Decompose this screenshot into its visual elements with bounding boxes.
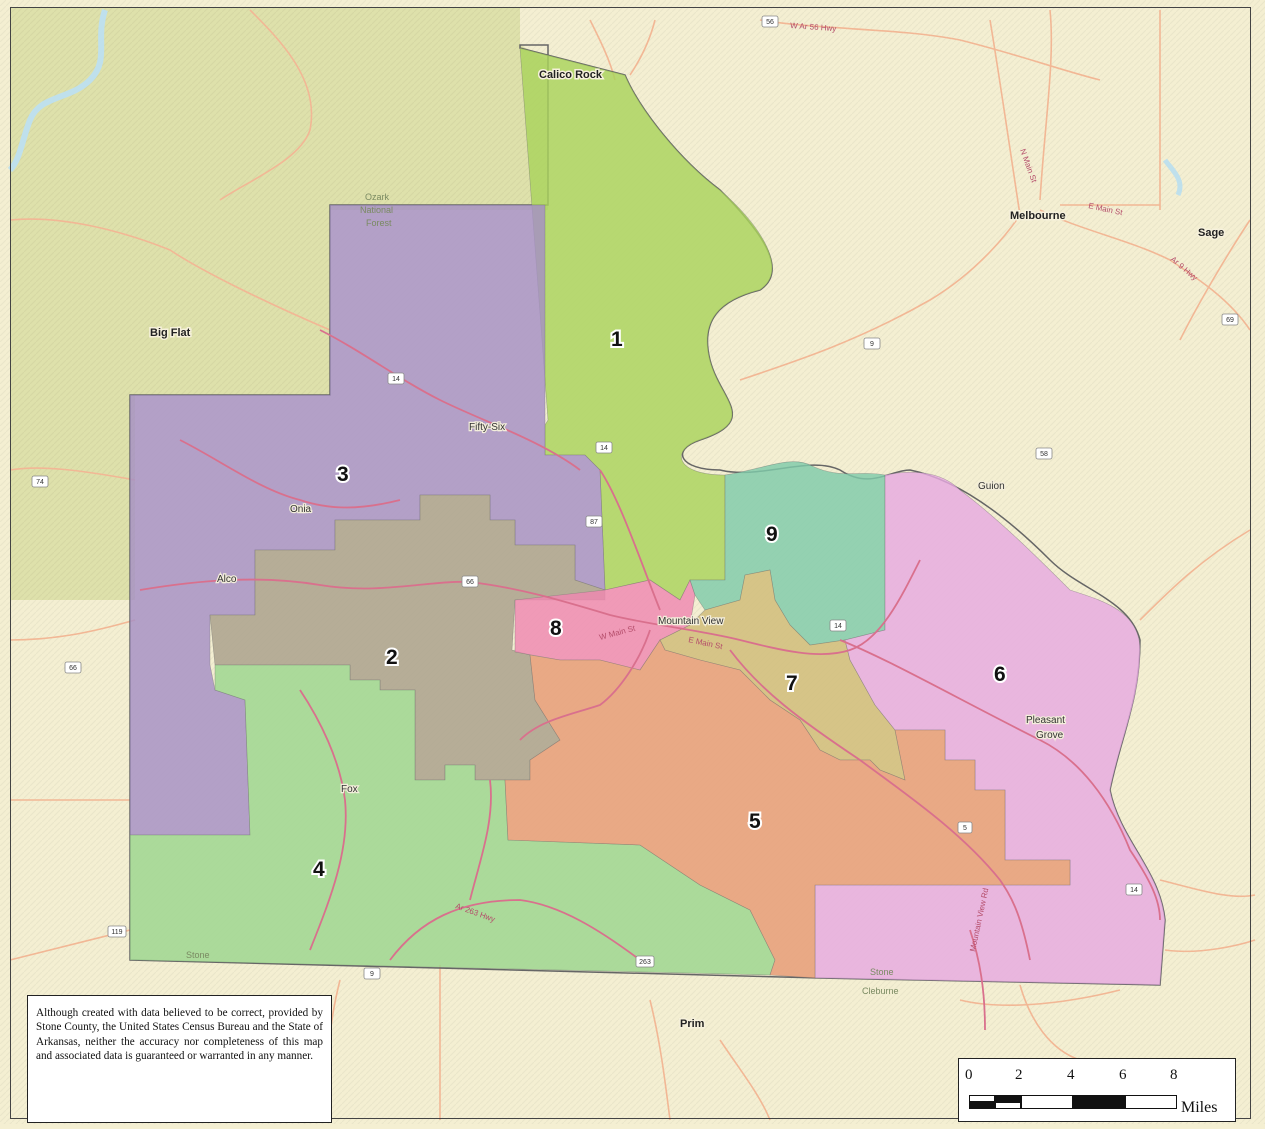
svg-text:263: 263 — [639, 959, 651, 966]
district-label-1: 1 — [611, 328, 623, 351]
place-prim: Prim — [680, 1018, 705, 1030]
svg-text:National: National — [360, 205, 393, 215]
district-label-3: 3 — [337, 463, 349, 486]
river — [7, 9, 108, 173]
disclaimer-text: Although created with data believed to b… — [36, 1007, 323, 1062]
forest-labels: Ozark National Forest Stone Stone Clebur… — [186, 192, 899, 996]
road-network — [9, 9, 1256, 1121]
scale-seg — [1073, 1095, 1125, 1109]
scale-unit: Miles — [1181, 1099, 1218, 1116]
district-label-2: 2 — [386, 646, 398, 669]
svg-text:Ozark: Ozark — [365, 192, 390, 202]
svg-text:69: 69 — [1226, 317, 1234, 324]
scale-seg — [995, 1095, 1021, 1102]
svg-text:Stone: Stone — [870, 967, 894, 977]
svg-text:66: 66 — [466, 579, 474, 586]
scale-seg — [969, 1095, 995, 1102]
place-pleasant: Pleasant — [1026, 715, 1065, 726]
svg-text:56: 56 — [766, 19, 774, 26]
place-onia: Onia — [290, 504, 312, 515]
scale-seg — [995, 1102, 1021, 1109]
highways — [139, 329, 1161, 1031]
place-grove: Grove — [1036, 730, 1064, 741]
district-label-7: 7 — [786, 672, 798, 695]
svg-text:66: 66 — [69, 665, 77, 672]
scale-seg — [1021, 1095, 1073, 1109]
svg-text:14: 14 — [600, 445, 608, 452]
place-guion: Guion — [978, 481, 1005, 492]
scale-tick-8: 8 — [1170, 1067, 1178, 1083]
svg-text:Cleburne: Cleburne — [862, 986, 899, 996]
scale-seg — [1125, 1095, 1177, 1109]
svg-text:14: 14 — [1130, 887, 1138, 894]
place-labels: Calico Rock Melbourne Sage Big Flat Fift… — [149, 68, 1226, 1032]
highway-shields: 56 14 14 87 66 14 9 58 69 74 66 119 9 26… — [31, 15, 1239, 980]
district-label-5: 5 — [749, 810, 761, 833]
district-label-9: 9 — [766, 523, 778, 546]
scale-tick-4: 4 — [1067, 1067, 1075, 1083]
place-calico-rock: Calico Rock — [539, 69, 603, 81]
svg-text:9: 9 — [870, 341, 874, 348]
svg-text:87: 87 — [590, 519, 598, 526]
svg-text:74: 74 — [36, 479, 44, 486]
district-labels: 1 2 3 4 5 6 7 8 9 — [311, 326, 1008, 883]
place-fifty-six: Fifty-Six — [469, 422, 505, 433]
district-label-4: 4 — [313, 858, 325, 881]
place-fox: Fox — [341, 784, 358, 795]
place-mountain-view: Mountain View — [658, 616, 724, 627]
svg-text:119: 119 — [111, 929, 122, 936]
svg-text:14: 14 — [834, 623, 842, 630]
scale-tick-6: 6 — [1119, 1067, 1127, 1083]
district-label-8: 8 — [550, 617, 562, 640]
svg-text:Stone: Stone — [186, 950, 210, 960]
svg-text:9: 9 — [370, 971, 374, 978]
scale-bar: 0 2 4 6 8 Miles — [958, 1058, 1236, 1122]
scale-tick-0: 0 — [965, 1067, 973, 1083]
district-1-area[interactable] — [519, 47, 773, 601]
disclaimer-box: Although created with data believed to b… — [27, 995, 332, 1123]
district-5-area[interactable] — [504, 639, 1071, 979]
district-label-6: 6 — [994, 663, 1006, 686]
svg-text:14: 14 — [392, 376, 400, 383]
place-sage: Sage — [1198, 227, 1224, 239]
place-big-flat: Big Flat — [150, 327, 191, 339]
place-alco: Alco — [217, 574, 237, 585]
svg-text:Forest: Forest — [366, 218, 392, 228]
svg-text:5: 5 — [963, 825, 967, 832]
scale-tick-2: 2 — [1015, 1067, 1023, 1083]
place-melbourne: Melbourne — [1010, 210, 1066, 222]
svg-text:58: 58 — [1040, 451, 1048, 458]
svg-text:W Ar 56 Hwy: W Ar 56 Hwy — [790, 21, 837, 33]
scale-seg — [969, 1102, 995, 1109]
